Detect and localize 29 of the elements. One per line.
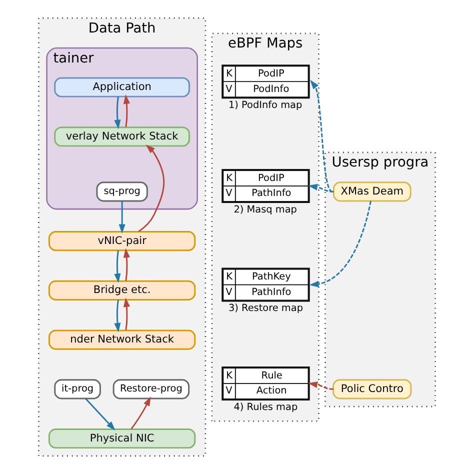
node-box: verlay Network Stack	[54, 126, 190, 147]
node-box: it-prog	[54, 379, 101, 400]
node-label: 4) Rules map	[234, 402, 298, 413]
node-box: nder Network Stack	[48, 330, 196, 350]
node-box: sq-prog	[96, 182, 148, 202]
node-box: Polic Contro	[332, 379, 412, 400]
arrow	[123, 248, 130, 281]
node-box: Application	[54, 77, 190, 98]
arrow	[118, 201, 126, 234]
node-box: Physical NIC	[48, 428, 196, 449]
node-box: vNIC-pair	[48, 231, 196, 252]
arrow	[114, 300, 121, 332]
node-box: Restore-prog	[112, 379, 190, 400]
arrow	[114, 250, 121, 284]
arrow	[308, 381, 334, 390]
node-label: 2) Masq map	[234, 204, 297, 216]
node-box: XMas Deam	[332, 182, 412, 202]
arrow	[138, 144, 165, 232]
arrow	[123, 298, 130, 330]
arrow	[310, 80, 333, 192]
arrow	[130, 396, 151, 430]
node-label: 3) Restore map	[228, 303, 304, 314]
node-label: 1) PodInfo map	[228, 100, 302, 111]
arrow	[309, 200, 372, 288]
arrow	[123, 94, 130, 128]
arrow	[114, 96, 121, 130]
arrow	[308, 184, 334, 192]
node-box: Bridge etc.	[48, 280, 196, 300]
arrow	[84, 398, 116, 431]
